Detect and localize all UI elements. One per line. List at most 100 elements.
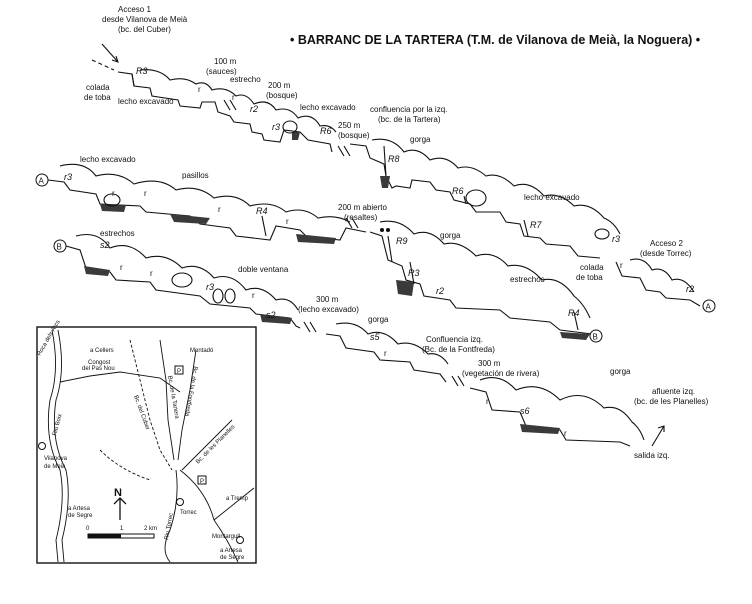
- map-river-boix-2: [53, 329, 69, 563]
- strip1-pool-2: [292, 132, 300, 140]
- rappel-r2-1: r2: [250, 104, 258, 114]
- strip2-pool-2: [296, 234, 336, 244]
- acceso1-line1: Acceso 1: [118, 5, 151, 14]
- map-riu-boix-label: Riu Boix: [52, 413, 64, 436]
- colada2-line2: de toba: [576, 273, 603, 282]
- strip-2: [47, 163, 593, 340]
- estrechos2-label: estrechos: [100, 229, 135, 238]
- map-riu-torrec-label: Riu Torrec: [164, 512, 175, 540]
- rappel-r3-4: r3: [206, 282, 214, 292]
- acceso1-arrow: [101, 43, 119, 63]
- strip3-pool-3: [520, 424, 560, 434]
- labels-strip1: Acceso 1 desde Vilanova de Meià (bc. del…: [84, 5, 692, 282]
- strip3-ventana-1: [212, 288, 224, 304]
- strip1-wall-b: [371, 138, 621, 235]
- strip2-drop-R3: [409, 261, 415, 285]
- doble-ventana-label: doble ventana: [238, 265, 289, 274]
- map-congost-line2: del Pas Nou: [82, 366, 115, 372]
- strip3-floor-c: [469, 387, 631, 447]
- m300l-line1: 300 m: [316, 295, 339, 304]
- rappel-r2-3: r2: [436, 286, 444, 296]
- m300l-line2: (lecho excavado): [298, 305, 359, 314]
- scale-2: 2 km: [144, 526, 157, 532]
- strip1-boulder-3: [594, 228, 610, 240]
- rappel-R4-1: R4: [256, 206, 268, 216]
- rappel-R4-2: R4: [568, 308, 580, 318]
- strip2-boulder-1: [103, 193, 121, 207]
- strip1-pool-1: [380, 176, 390, 188]
- map-congost-line1: Congost: [88, 360, 111, 366]
- map-artesa2-line2: de Segre: [220, 555, 245, 561]
- afluente-line1: afluente izq.: [652, 387, 695, 396]
- strip2-drop-R4: [261, 215, 267, 237]
- resalte-labels: r r r r r r r r r r r r r: [112, 85, 623, 438]
- strip1-boulder-2: [465, 189, 487, 207]
- town-torrec: [176, 498, 184, 506]
- map-road-main: [59, 371, 181, 393]
- rappel-R6-2: R6: [452, 186, 464, 196]
- marker-a-start-label: A: [39, 177, 45, 186]
- map-frame: [36, 326, 257, 564]
- colada1-line2: de toba: [84, 93, 111, 102]
- m300v-line1: 300 m: [478, 359, 501, 368]
- pasillos-label: pasillos: [182, 171, 209, 180]
- rappel-r3-2: r3: [272, 122, 280, 132]
- map-montado-label: Montadó: [190, 348, 214, 354]
- strip2-floor-b: [369, 231, 593, 335]
- marker-b-start-label: B: [57, 243, 62, 252]
- acceso1-line3: (bc. del Cuber): [118, 25, 171, 34]
- colada1-line1: colada: [86, 83, 110, 92]
- strip2-pool-1: [170, 214, 210, 224]
- marker-b-end-label: B: [593, 333, 598, 342]
- lecho2-label: lecho excavado: [300, 103, 356, 112]
- rappel-R6-1: R6: [320, 126, 332, 136]
- map-vilanova-line2: de Meià: [44, 464, 66, 470]
- rappel-labels: R3 R6 R8 R6 R7 r3 r3 r3 r3 r2 r2 R4 R9 R…: [64, 66, 694, 416]
- lecho3-label: lecho excavado: [524, 193, 580, 202]
- map-artesa2-line1: a Artesa: [220, 548, 243, 554]
- acceso1-path: [91, 59, 115, 71]
- strip3-floor-b: [325, 333, 447, 383]
- colada2-line1: colada: [580, 263, 604, 272]
- afluente-line2: (bc. de les Planelles): [634, 397, 709, 406]
- conf-font-line1: Confluencia izq.: [426, 335, 483, 344]
- m100-line1: 100 m: [214, 57, 237, 66]
- strip3-cut-2: [451, 375, 465, 387]
- town-montargull: [236, 536, 244, 544]
- strip1-drop-R6: [463, 195, 467, 205]
- gorga4-label: gorga: [610, 367, 631, 376]
- map-cellers-label: a Cellers: [90, 348, 114, 354]
- rappel-R9: R9: [396, 236, 408, 246]
- resalte-r: r: [384, 349, 387, 358]
- strip1-cut-2: [337, 145, 351, 157]
- parking-2: [197, 475, 207, 485]
- rappel-s2-2: s2: [266, 310, 276, 320]
- strip3-wall: [75, 233, 299, 311]
- map-torrec-label: Torrec: [180, 510, 197, 516]
- strip1-floor-a: [117, 71, 333, 153]
- strip1-cut-1: [223, 99, 237, 111]
- strip1-wall-c: [629, 258, 695, 293]
- map-artesa1-line2: de Segre: [68, 513, 93, 519]
- scale-1: 1: [120, 526, 124, 532]
- conf-tartera-line1: confluencia por la izq.: [370, 105, 447, 114]
- resalte-r: r: [232, 93, 235, 102]
- strip3-pool-1: [84, 266, 110, 276]
- strip2-anchor-2: [385, 227, 391, 233]
- strip3-boulder-1: [171, 272, 193, 288]
- gorga1-label: gorga: [410, 135, 431, 144]
- acceso1-line2: desde Vilanova de Meià: [102, 15, 188, 24]
- parking-1-label: P: [177, 369, 181, 375]
- rappel-s6: s6: [520, 406, 530, 416]
- resalte-r: r: [486, 397, 489, 406]
- parking-1: [174, 365, 184, 375]
- strip2-cut-1: [345, 217, 359, 229]
- m250-line1: 250 m: [338, 121, 361, 130]
- resalte-r: r: [144, 189, 147, 198]
- m200a-line1: 200 m abierto: [338, 203, 387, 212]
- rappel-r3-1: r3: [64, 172, 72, 182]
- salida-arrow: [651, 425, 665, 447]
- rappel-R3-2: R3: [408, 268, 420, 278]
- map-river-planelles: [181, 419, 233, 471]
